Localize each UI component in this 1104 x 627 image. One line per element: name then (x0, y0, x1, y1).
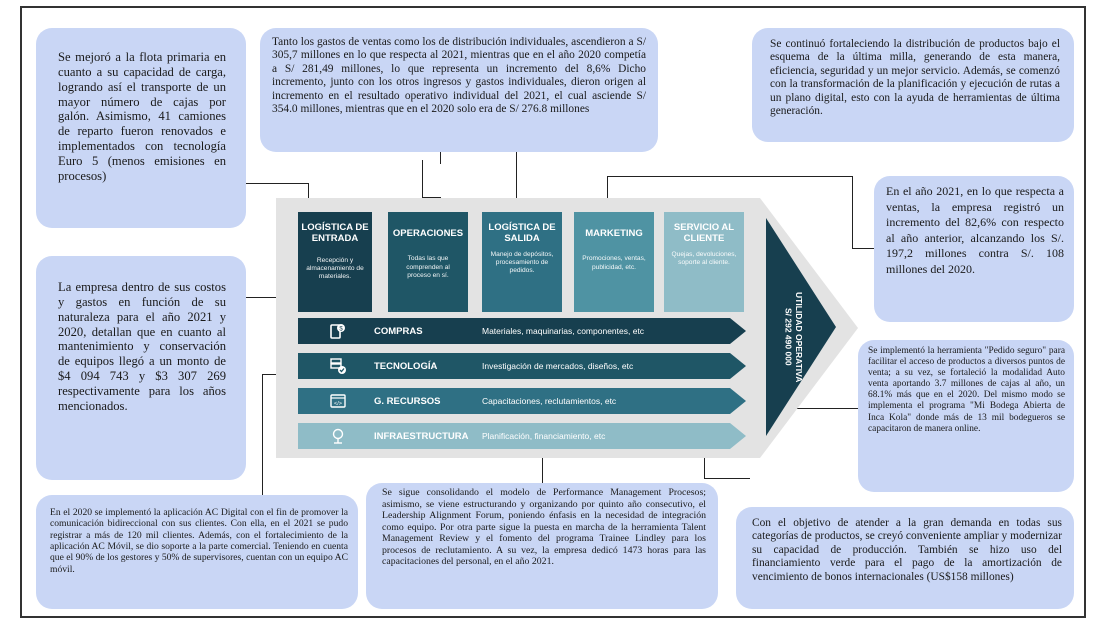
primary-servicio-cliente: SERVICIO AL CLIENTE Quejas, devoluciones… (664, 212, 744, 312)
note-performance: Se sigue consolidando el modelo de Perfo… (366, 483, 718, 609)
note-pedido-seguro: Se implementó la herramienta "Pedido seg… (858, 340, 1074, 492)
connector-capacidad (704, 452, 750, 479)
primary-desc: Todas las que comprenden al proceso en s… (406, 255, 450, 279)
primary-desc: Quejas, devoluciones, soporte al cliente… (671, 250, 737, 267)
support-tecnologia: TECNOLOGÍA Investigación de mercados, di… (298, 353, 633, 379)
support-name: G. RECURSOS (374, 395, 441, 407)
primary-title: LOGÍSTICA DE ENTRADA (301, 222, 369, 245)
note-ac-digital: En el 2020 se implementó la aplicación A… (36, 495, 358, 609)
support-arrow-infraestructura (298, 423, 746, 449)
svg-text:$: $ (339, 327, 343, 333)
primary-logistica-entrada: LOGÍSTICA DE ENTRADA Recepción y almacen… (298, 212, 372, 312)
utilidad-title: UTILIDAD OPERATIVA (794, 291, 804, 383)
support-name: COMPRAS (374, 325, 423, 337)
primary-desc: Promociones, ventas, publicidad, etc. (582, 255, 646, 271)
primary-title: OPERACIONES (392, 228, 464, 239)
utilidad-label: UTILIDAD OPERATIVA S/ 292 490 000 (780, 262, 804, 412)
connector-gastos-up (440, 150, 441, 164)
primary-desc: Recepción y almacenamiento de materiales… (306, 256, 364, 281)
support-name: INFRAESTRUCTURA (374, 430, 469, 442)
technology-icon (328, 356, 348, 376)
svg-text:</>: </> (334, 401, 342, 407)
primary-title: SERVICIO AL CLIENTE (673, 222, 735, 245)
primary-title: MARKETING (585, 228, 643, 239)
support-desc: Planificación, financiamiento, etc (482, 431, 606, 441)
connector-flota (245, 183, 309, 207)
connector-ventas-2 (852, 176, 878, 249)
support-infraestructura: INFRAESTRUCTURA Planificación, financiam… (298, 423, 605, 449)
support-recursos: </> G. RECURSOS Capacitaciones, reclutam… (298, 388, 616, 414)
connector-gastos (422, 160, 441, 198)
support-arrow-tecnologia (298, 353, 746, 379)
primary-marketing: MARKETING Promociones, ventas, publicida… (574, 212, 654, 312)
note-flota: Se mejoró a la flota primaria en cuanto … (36, 28, 246, 228)
support-desc: Materiales, maquinarias, componentes, et… (482, 326, 645, 336)
support-arrow-recursos (298, 388, 746, 414)
note-capacidad: Con el objetivo de atender a la gran dem… (736, 507, 1074, 609)
utilidad-arrow (766, 218, 836, 436)
support-desc: Investigación de mercados, diseños, etc (482, 361, 634, 371)
support-compras: $ COMPRAS Materiales, maquinarias, compo… (298, 318, 644, 344)
infrastructure-icon (328, 426, 348, 446)
primary-title: LOGÍSTICA DE SALIDA (488, 222, 556, 245)
note-gastos-ventas: Tanto los gastos de ventas como los de d… (260, 28, 658, 152)
primary-logistica-salida: LOGÍSTICA DE SALIDA Manejo de depósitos,… (482, 212, 562, 312)
note-costos-gastos: La empresa dentro de sus costos y gastos… (36, 256, 246, 480)
utilidad-value: S/ 292 490 000 (783, 308, 794, 366)
note-ventas-2021: En el año 2021, en lo que respecta a ven… (874, 176, 1074, 322)
note-ultima-milla: Se continuó fortaleciendo la distribució… (752, 28, 1074, 142)
hr-icon: </> (328, 391, 348, 411)
connector-costos (245, 297, 295, 298)
support-name: TECNOLOGÍA (374, 360, 438, 372)
primary-desc: Manejo de depósitos, procesamiento de pe… (490, 250, 554, 275)
connector-performance (542, 452, 543, 484)
support-arrow-compras (298, 318, 746, 344)
support-desc: Capacitaciones, reclutamientos, etc (482, 396, 617, 406)
primary-operaciones: OPERACIONES Todas las que comprenden al … (388, 212, 468, 312)
purchase-icon: $ (328, 321, 348, 341)
